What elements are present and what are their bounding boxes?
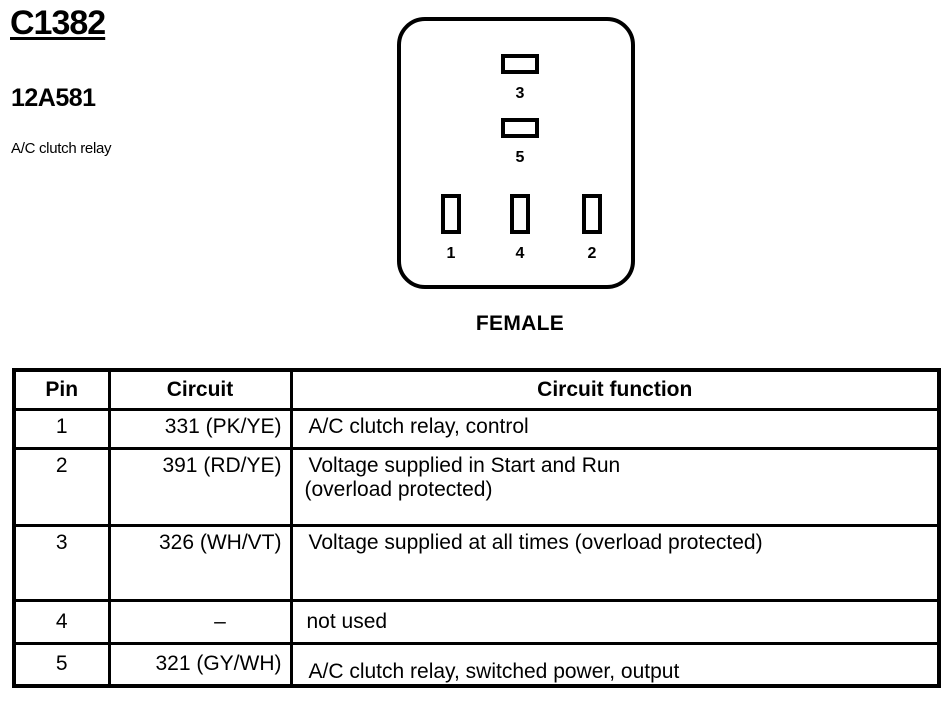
pin-5-terminal: [501, 118, 539, 138]
header-pin: Pin: [12, 368, 111, 411]
table-row: 5 321 (GY/WH) A/C clutch relay, switched…: [12, 642, 941, 687]
cell-circuit-function: Voltage supplied in Start and Run (overl…: [289, 447, 941, 527]
header-circuit: Circuit: [107, 368, 293, 411]
cell-circuit: 321 (GY/WH): [107, 642, 293, 687]
cell-pin: 3: [12, 524, 111, 602]
pin-circuit-table: Pin Circuit Circuit function 1 331 (PK/Y…: [12, 368, 941, 688]
pin-1-label: 1: [446, 245, 456, 262]
pin-3-label: 3: [515, 85, 525, 102]
pin-2-terminal: [582, 194, 602, 234]
pin-5-label: 5: [515, 149, 525, 166]
pin-3-terminal: [501, 54, 539, 74]
cell-circuit-function: A/C clutch relay, control: [289, 408, 941, 450]
table-row: 1 331 (PK/YE) A/C clutch relay, control: [12, 408, 941, 450]
cell-circuit: 326 (WH/VT): [107, 524, 293, 602]
pin-1-terminal: [441, 194, 461, 234]
function-line: (overload protected): [304, 478, 493, 501]
connector-face-diagram: 3 5 1 4 2: [397, 17, 635, 289]
pin-2-label: 2: [587, 245, 597, 262]
cell-circuit-function: not used: [289, 599, 941, 645]
cell-pin: 1: [12, 408, 111, 450]
cell-circuit: 391 (RD/YE): [107, 447, 293, 527]
function-line: Voltage supplied in Start and Run: [308, 454, 621, 477]
connector-gender-label: FEMALE: [475, 312, 565, 335]
cell-pin: 5: [12, 642, 111, 687]
table-row: 4 – not used: [12, 599, 941, 645]
pin-4-terminal: [510, 194, 530, 234]
cell-circuit-function: Voltage supplied at all times (overload …: [289, 524, 941, 602]
function-line: Voltage supplied at all times (overload …: [308, 531, 763, 554]
cell-pin: 4: [12, 599, 111, 645]
part-number: 12A581: [11, 84, 96, 112]
cell-pin: 2: [12, 447, 111, 527]
pin-4-label: 4: [515, 245, 525, 262]
table-row: 3 326 (WH/VT) Voltage supplied at all ti…: [12, 524, 941, 602]
cell-circuit-function: A/C clutch relay, switched power, output: [289, 642, 941, 687]
table-header-row: Pin Circuit Circuit function: [12, 368, 941, 411]
cell-circuit: 331 (PK/YE): [107, 408, 293, 450]
header-circuit-function: Circuit function: [289, 368, 941, 411]
cell-circuit: –: [107, 599, 293, 645]
connector-id: C1382: [10, 4, 106, 42]
function-line: A/C clutch relay, switched power, output: [308, 659, 680, 683]
function-line: A/C clutch relay, control: [308, 415, 529, 438]
connector-description: A/C clutch relay: [11, 140, 112, 157]
function-line: not used: [306, 610, 388, 633]
table-row: 2 391 (RD/YE) Voltage supplied in Start …: [12, 447, 941, 527]
